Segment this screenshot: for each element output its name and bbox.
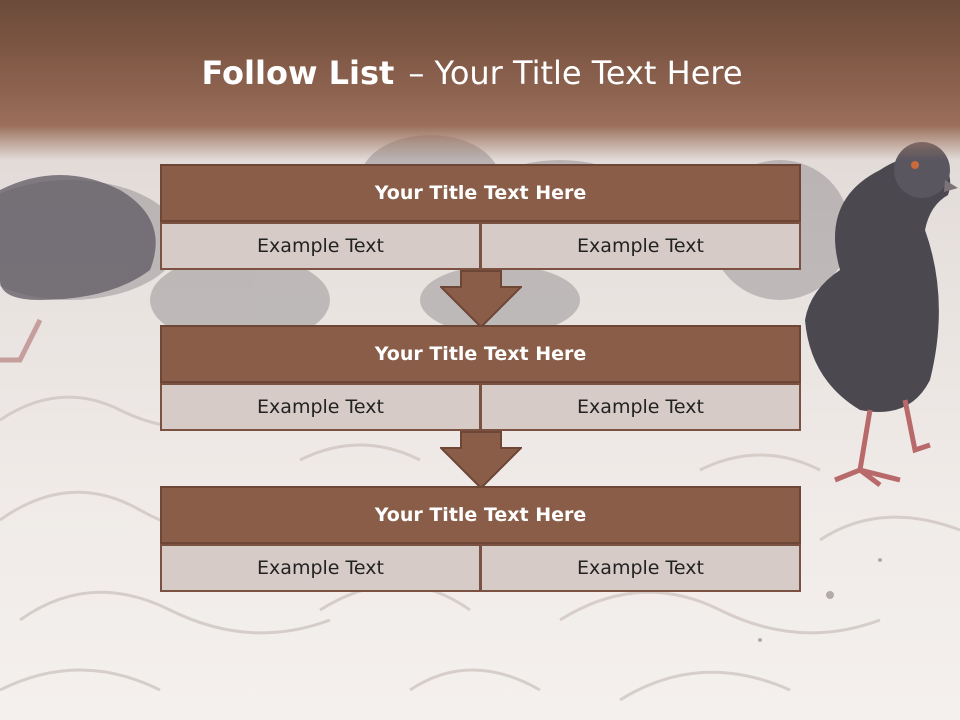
follow-block-2: Your Title Text Here Example Text Exampl… <box>160 325 801 431</box>
down-arrow-icon <box>440 431 522 489</box>
block-title: Your Title Text Here <box>160 325 801 383</box>
block-cell-right: Example Text <box>480 222 801 270</box>
block-title: Your Title Text Here <box>160 486 801 544</box>
block-cell-right: Example Text <box>480 544 801 592</box>
block-cell-right: Example Text <box>480 383 801 431</box>
down-arrow-icon <box>440 270 522 328</box>
follow-block-1: Your Title Text Here Example Text Exampl… <box>160 164 801 270</box>
pavement-tiles <box>0 395 960 702</box>
follow-block-3: Your Title Text Here Example Text Exampl… <box>160 486 801 592</box>
block-cell-left: Example Text <box>160 383 481 431</box>
block-cell-left: Example Text <box>160 544 481 592</box>
slide-title-bold: Follow List <box>201 54 395 92</box>
pigeon-left <box>0 175 156 363</box>
slide-title-rest: – Your Title Text Here <box>408 54 743 92</box>
slide-title: Follow List – Your Title Text Here <box>0 54 944 92</box>
block-title: Your Title Text Here <box>160 164 801 222</box>
title-band <box>0 0 960 160</box>
pavement-debris <box>758 558 882 642</box>
block-cell-left: Example Text <box>160 222 481 270</box>
